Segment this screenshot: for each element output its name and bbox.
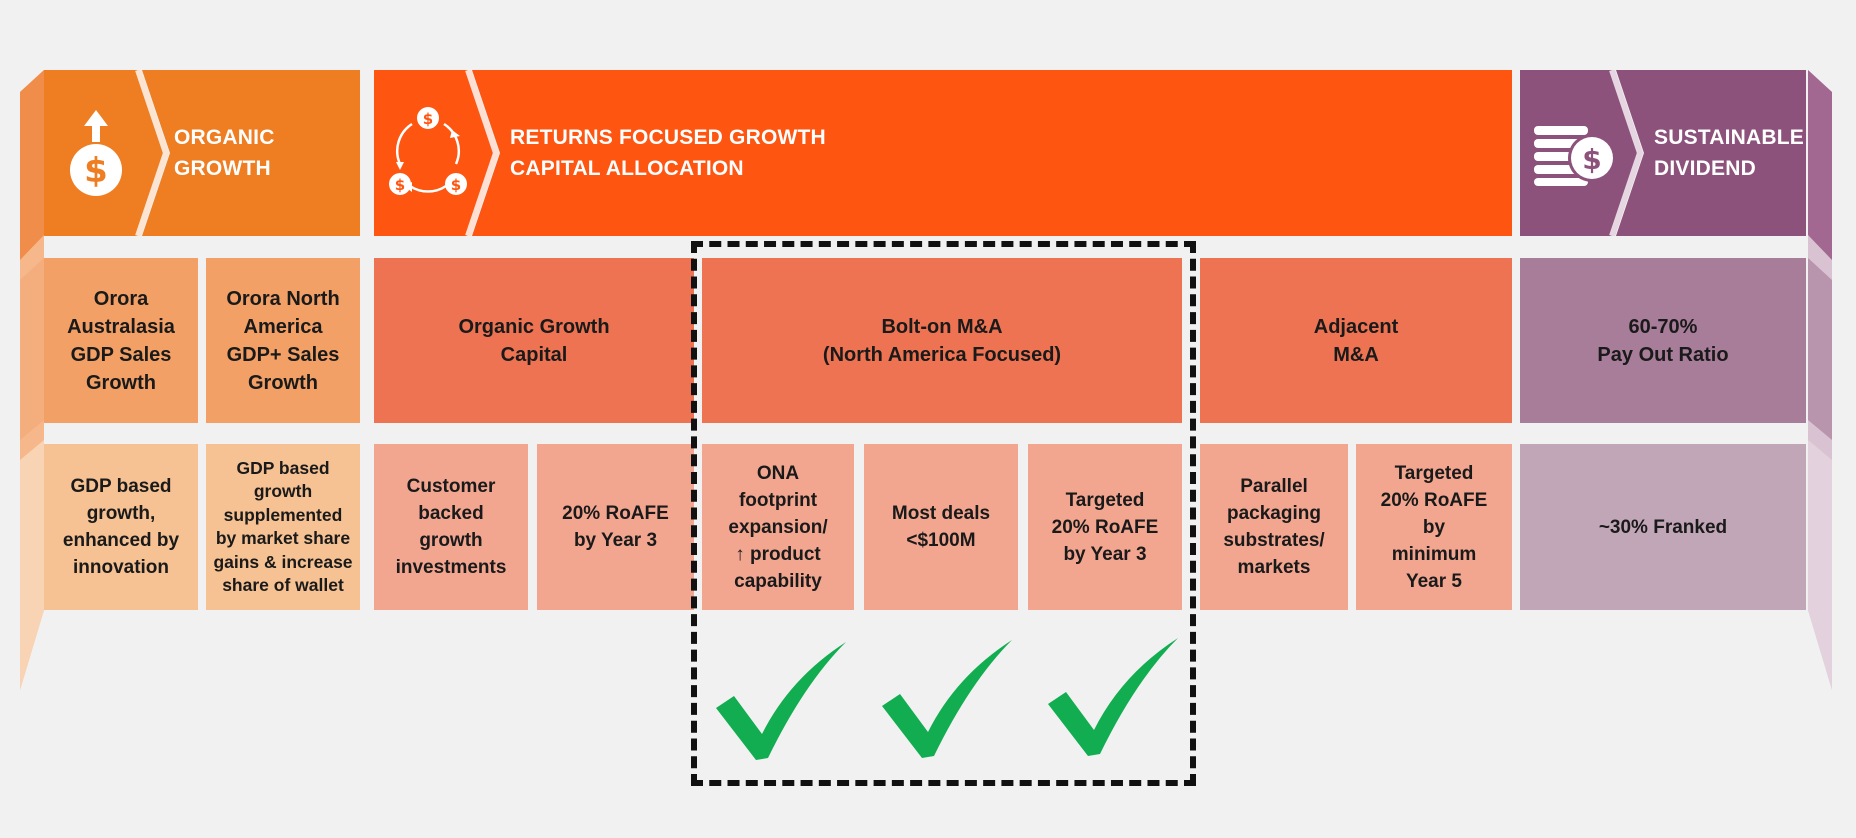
customer-backed-label: Customer backed growth investments [395, 476, 507, 578]
targeted-year3-label: Targeted 20% RoAFE by Year 3 [1051, 489, 1159, 565]
parallel-packaging-label: Parallel packaging substrates/ markets [1223, 476, 1325, 578]
dividend-header-title: SUSTAINABLE DIVIDEND [1654, 126, 1804, 180]
left-side-panel [20, 70, 44, 690]
sustainable-dividend-header: $ SUSTAINABLE DIVIDEND [1520, 70, 1806, 236]
parallel-packaging-box: Parallel packaging substrates/ markets [1200, 444, 1348, 610]
ona-footprint-box: ONA footprint expansion/ ↑ product capab… [702, 444, 854, 610]
returns-header-title: RETURNS FOCUSED GROWTH CAPITAL ALLOCATIO… [510, 126, 826, 180]
bolt-on-highlight-frame [691, 241, 1196, 786]
orora-north-america-box: Orora North America GDP+ Sales Growth [206, 258, 360, 423]
svg-text:$: $ [423, 110, 433, 128]
returns-focused-header: $ $ $ RETURNS FOCUSED GROWTH CAPITAL ALL… [374, 70, 1512, 236]
svg-text:$: $ [395, 176, 405, 194]
customer-backed-box: Customer backed growth investments [374, 444, 528, 610]
orora-australasia-label: Orora Australasia GDP Sales Growth [67, 287, 175, 394]
roafe-year3-box: 20% RoAFE by Year 3 [537, 444, 694, 610]
coin-stack-dollar-icon: $ [1534, 126, 1616, 186]
adjacent-ma-label: Adjacent M&A [1313, 315, 1399, 366]
organic-header-title: ORGANIC GROWTH [174, 126, 275, 180]
orora-australasia-box: Orora Australasia GDP Sales Growth [44, 258, 198, 423]
dollar-cycle-icon: $ $ $ [389, 107, 467, 195]
roafe-year3-label: 20% RoAFE by Year 3 [562, 503, 669, 551]
svg-text:$: $ [1582, 143, 1601, 176]
ona-footprint-label: ONA footprint expansion/ ↑ product capab… [728, 462, 828, 592]
checkmark-icon [882, 640, 1012, 758]
returns-header-chevron [374, 70, 1512, 236]
money-bag-up-arrow-icon: $ [70, 110, 122, 196]
bolt-on-ma-label: Bolt-on M&A (North America Focused) [822, 315, 1062, 366]
svg-text:$: $ [451, 176, 461, 194]
svg-text:$: $ [84, 151, 108, 191]
gdp-growth-box: GDP based growth, enhanced by innovation [44, 444, 198, 610]
franked-box: ~30% Franked [1520, 444, 1806, 610]
adjacent-ma-box: Adjacent M&A [1200, 258, 1512, 423]
gdp-supplemented-box: GDP based growth supplemented by market … [206, 444, 360, 610]
franked-label: ~30% Franked [1598, 516, 1728, 538]
gdp-supplemented-label: GDP based growth supplemented by market … [213, 457, 353, 596]
checkmark-icon [716, 642, 846, 760]
organic-growth-capital-box: Organic Growth Capital [374, 258, 694, 423]
orora-north-america-label: Orora North America GDP+ Sales Growth [226, 287, 340, 394]
checkmark-icon [1048, 638, 1178, 756]
organic-growth-header: $ ORGANIC GROWTH [44, 70, 360, 236]
most-deals-box: Most deals <$100M [864, 444, 1018, 610]
targeted-year5-label: Targeted 20% RoAFE by minimum Year 5 [1380, 462, 1488, 592]
organic-growth-capital-label: Organic Growth Capital [458, 315, 610, 366]
payout-ratio-box: 60-70% Pay Out Ratio [1520, 258, 1806, 423]
gdp-growth-label: GDP based growth, enhanced by innovation [62, 476, 180, 578]
payout-ratio-label: 60-70% Pay Out Ratio [1597, 315, 1729, 366]
targeted-year3-box: Targeted 20% RoAFE by Year 3 [1028, 444, 1182, 610]
right-side-panel [1808, 70, 1832, 690]
targeted-year5-box: Targeted 20% RoAFE by minimum Year 5 [1356, 444, 1512, 610]
most-deals-label: Most deals <$100M [891, 503, 991, 551]
bolt-on-ma-box: Bolt-on M&A (North America Focused) [702, 258, 1182, 423]
